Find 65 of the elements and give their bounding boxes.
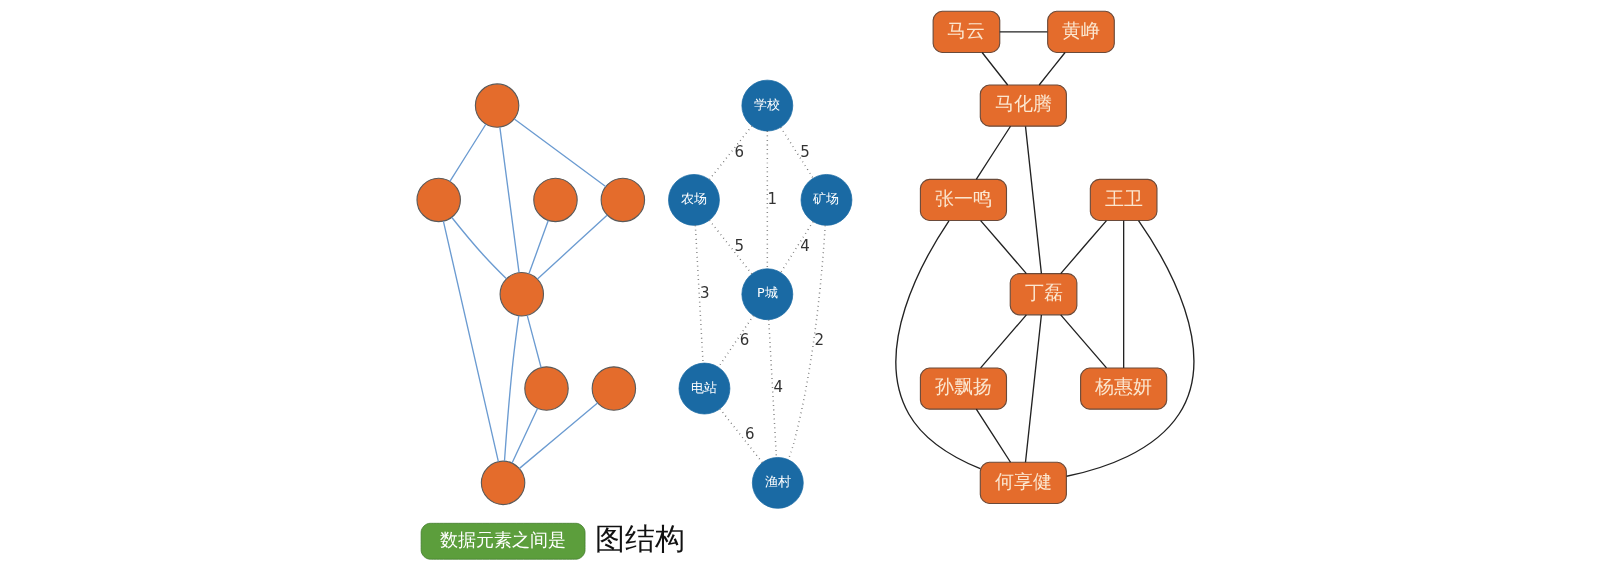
connector [708,219,753,275]
node-circle: P城 [741,268,793,321]
connector [510,407,538,464]
connector [998,31,1048,33]
edge-label: 1 [766,189,777,208]
node-circle [499,271,544,317]
node-box: 黄峥 [1046,10,1115,53]
node-box: 马云 [932,10,1000,53]
edge-label: 6 [733,142,744,161]
edge-label: 3 [699,283,710,302]
connector [527,219,549,275]
connector [975,408,1011,463]
connector [526,314,542,369]
node-box: 数据元素之间是 [420,522,585,560]
edge-label: 2 [814,331,824,350]
connector [536,214,608,280]
connector [450,216,507,280]
connector [1122,220,1124,369]
connector [1059,314,1107,369]
node-box: 马化腾 [979,84,1067,127]
connector [975,125,1011,180]
connector [1038,51,1066,86]
node-circle [532,177,578,223]
edge-label: 5 [799,142,810,161]
connector [1024,314,1042,463]
connector [979,314,1027,369]
node-box: 孙飘扬 [919,367,1007,410]
connector [1065,219,1195,477]
connector [503,315,519,462]
node-box: 何享健 [979,461,1067,504]
edge-label: 4 [772,378,783,397]
node-circle: 学校 [741,79,793,132]
node-circle [480,460,525,506]
node-circle: 渔村 [751,457,804,509]
node-circle [474,83,519,128]
connector [1024,125,1042,275]
connector [717,314,754,368]
node-circle: 电站 [678,362,730,415]
connector [518,402,598,470]
node-box: 杨惠妍 [1079,367,1167,410]
node-box: 王卫 [1089,178,1157,222]
connector [1059,219,1107,275]
connector [448,123,486,182]
connector [979,219,1027,275]
label: 图结构 [594,520,685,556]
connector [894,220,981,470]
connector [442,220,499,463]
edge-label: 5 [733,236,744,255]
connector [980,51,1008,86]
connector [513,118,606,188]
connector [718,408,763,464]
node-circle [600,177,645,223]
connector [498,126,520,274]
node-circle: 矿场 [800,174,852,226]
edge-label: 4 [799,236,810,255]
node-circle: 农场 [667,174,720,226]
connector [779,221,814,274]
node-circle [523,366,569,411]
node-box: 张一鸣 [919,178,1007,222]
node-box: 丁磊 [1009,273,1077,316]
edge-label: 6 [739,331,749,350]
edge-label: 6 [744,425,754,444]
node-circle [415,177,461,223]
connector [766,130,768,270]
node-circle [591,366,636,411]
